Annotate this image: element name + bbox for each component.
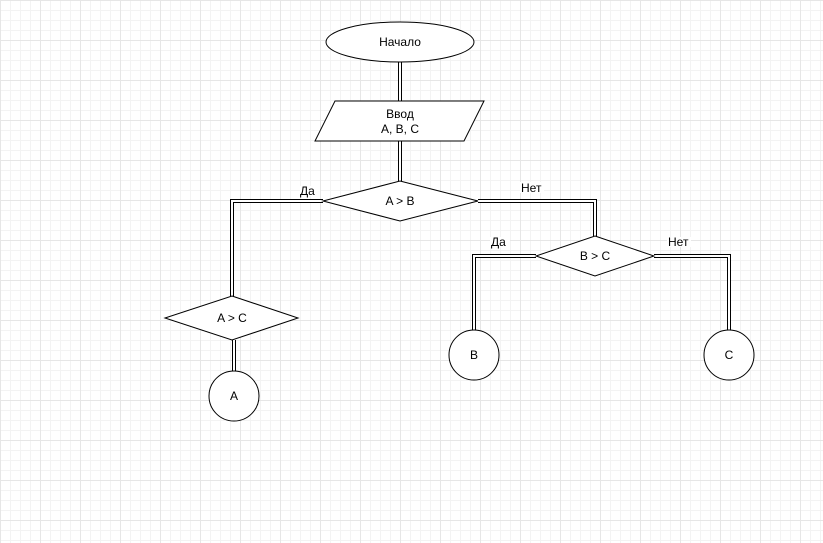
output-b-label: B (470, 348, 478, 362)
output-a-label: A (230, 389, 238, 403)
output-c-circle[interactable]: C (703, 329, 755, 381)
edge-label-ab-yes: Да (300, 184, 315, 198)
edge-label-bc-no: Нет (668, 235, 689, 249)
output-a-circle[interactable]: A (208, 370, 260, 422)
edge-bc-yes[interactable] (472, 254, 536, 330)
decision-a-gt-c[interactable]: A > C (163, 295, 300, 341)
output-b-circle[interactable]: B (448, 329, 500, 381)
input-label-line1: Ввод (386, 107, 414, 121)
label-bg-bc-yes (490, 237, 510, 247)
input-parallelogram[interactable]: Ввод A, B, C (314, 100, 485, 142)
label-bg-ab-no (520, 182, 544, 193)
input-label-line2: A, B, C (381, 122, 419, 136)
label-bg-bc-no (667, 237, 691, 247)
edge-bc-no[interactable] (654, 254, 731, 330)
decision-ab-label: A > B (385, 194, 414, 208)
decision-b-gt-c[interactable]: B > C (534, 235, 656, 277)
decision-a-gt-b[interactable]: A > B (321, 180, 479, 222)
start-terminal[interactable]: Начало (325, 21, 475, 63)
edge-ab-yes[interactable] (230, 199, 323, 296)
decision-bc-label: B > C (580, 249, 611, 263)
edge-label-ab-no: Нет (521, 181, 542, 195)
edge-ab-no[interactable] (478, 199, 597, 236)
label-bg-ab-yes (300, 186, 320, 196)
decision-ac-label: A > C (217, 311, 247, 325)
start-label: Начало (379, 35, 421, 49)
output-c-label: C (725, 348, 734, 362)
edge-label-bc-yes: Да (491, 235, 506, 249)
